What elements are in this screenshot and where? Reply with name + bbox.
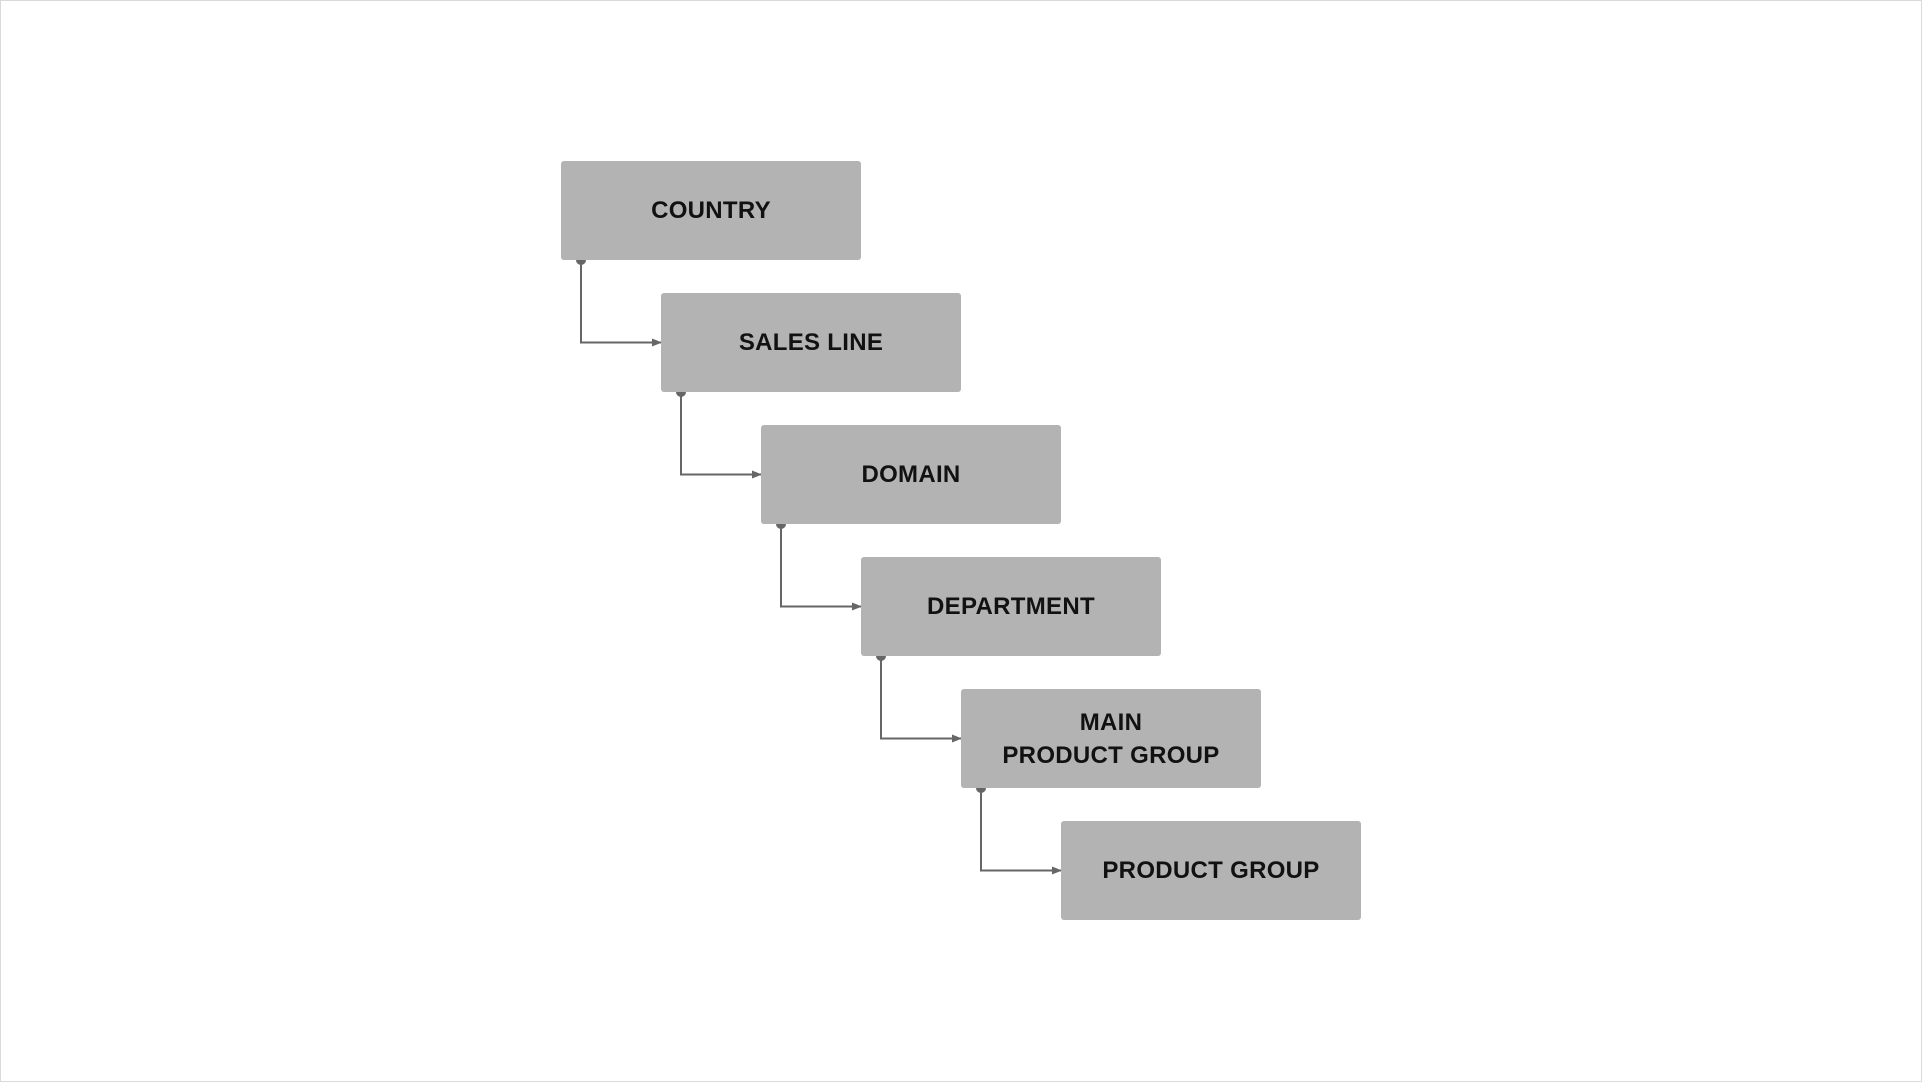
node-department: DEPARTMENT bbox=[861, 557, 1161, 656]
connector-arrow bbox=[580, 260, 662, 347]
connector-arrow bbox=[880, 656, 962, 743]
node-domain: DOMAIN bbox=[761, 425, 1061, 524]
node-main-product-group: MAIN PRODUCT GROUP bbox=[961, 689, 1261, 788]
connector-arrow bbox=[780, 524, 862, 611]
node-sales-line: SALES LINE bbox=[661, 293, 961, 392]
connector-arrow bbox=[980, 788, 1062, 875]
node-country: COUNTRY bbox=[561, 161, 861, 260]
node-product-group: PRODUCT GROUP bbox=[1061, 821, 1361, 920]
connector-arrow bbox=[680, 392, 762, 479]
